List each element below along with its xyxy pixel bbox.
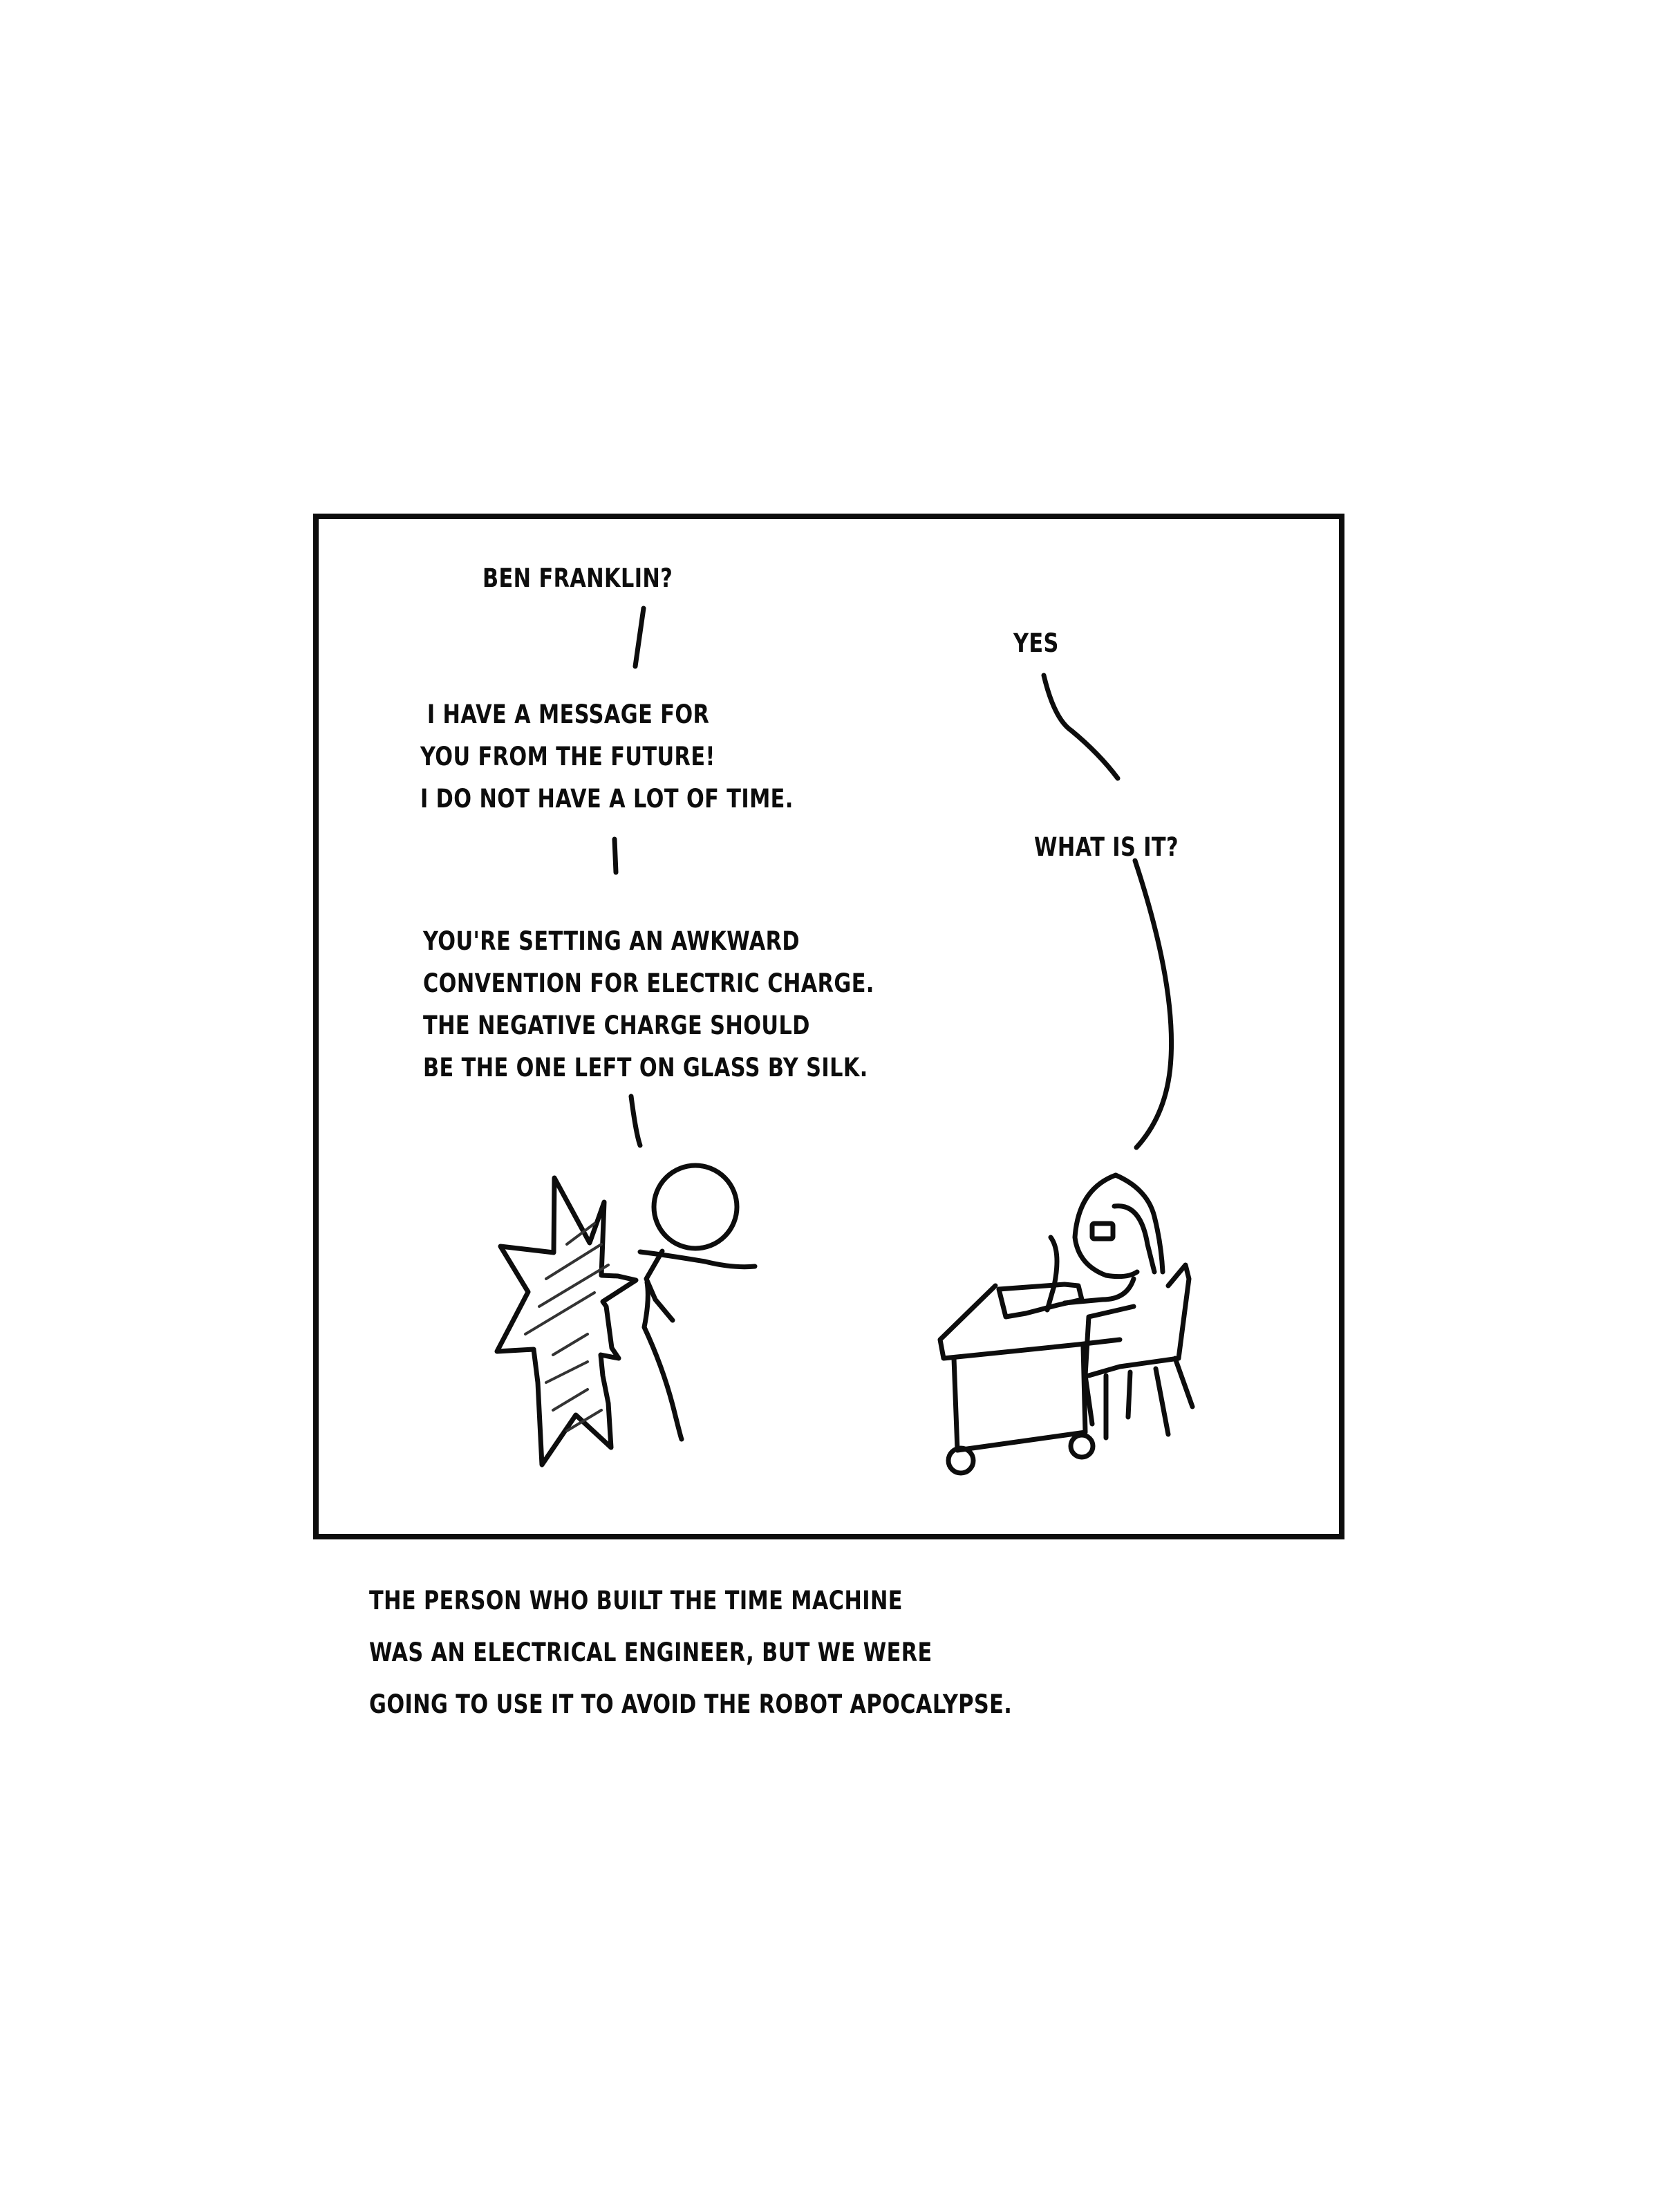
hair-icon [1113,1172,1165,1275]
speech-line-icon [628,1094,643,1148]
arm-icon [1062,1276,1136,1306]
desk-wheel-icon [946,1445,976,1476]
desk-wheel-icon [1068,1432,1096,1460]
dialogue-charge-convention: YOU'RE SETTING AN AWKWARD CONVENTION FOR… [423,920,874,1089]
burst-hatching-icon [524,1222,610,1432]
ben-franklin-figure-icon [937,1172,1195,1476]
chair-legs-icon [1103,1356,1195,1441]
head-icon [651,1163,740,1251]
portal-burst-icon [494,1175,639,1468]
body-icon [1082,1304,1136,1427]
dialogue-line: BE THE ONE LEFT ON GLASS BY SILK. [423,1053,868,1082]
speech-line-icon [1132,858,1174,1150]
dialogue-ben-franklin-question: BEN FRANKLIN? [482,557,673,599]
hair-strand-icon [1112,1203,1157,1275]
dialogue-line: I HAVE A MESSAGE FOR [427,700,710,729]
speech-line-icon [612,836,619,875]
dialogue-message-from-future: I HAVE A MESSAGE FOR YOU FROM THE FUTURE… [420,693,794,820]
head-icon [1072,1172,1140,1280]
time-traveler-figure-icon [494,1163,758,1468]
quill-icon [1044,1235,1060,1313]
dialogue-line: I DO NOT HAVE A LOT OF TIME. [420,784,794,814]
dialogue-line: YOU FROM THE FUTURE! [420,742,715,771]
desk-body-icon [951,1344,1088,1453]
dialogue-line: THE NEGATIVE CHARGE SHOULD [423,1011,810,1040]
caption-line: WAS AN ELECTRICAL ENGINEER, BUT WE WERE [369,1638,932,1667]
dialogue-line: YOU'RE SETTING AN AWKWARD [423,926,800,956]
dialogue-line: BEN FRANKLIN? [482,563,673,593]
dialogue-line: WHAT IS IT? [1034,832,1179,862]
dialogue-line: CONVENTION FOR ELECTRIC CHARGE. [423,968,874,998]
speech-line-icon [632,606,646,669]
leg-icon [641,1280,684,1442]
arm-back-icon [644,1248,675,1323]
caption-line: THE PERSON WHO BUILT THE TIME MACHINE [369,1586,903,1615]
chair-back-icon [1086,1262,1192,1378]
dialogue-line: YES [1013,628,1059,658]
speech-lines [612,606,1174,1150]
caption-line: GOING TO USE IT TO AVOID THE ROBOT APOCA… [369,1689,1013,1719]
comic-caption: THE PERSON WHO BUILT THE TIME MACHINE WA… [369,1575,1012,1730]
dialogue-yes: YES [1013,622,1059,664]
arm-icon [637,1249,758,1270]
glasses-icon [1089,1221,1116,1241]
speech-line-icon [1041,673,1121,781]
desk-top-icon [937,1283,1123,1361]
dialogue-what-is-it: WHAT IS IT? [1034,826,1179,868]
